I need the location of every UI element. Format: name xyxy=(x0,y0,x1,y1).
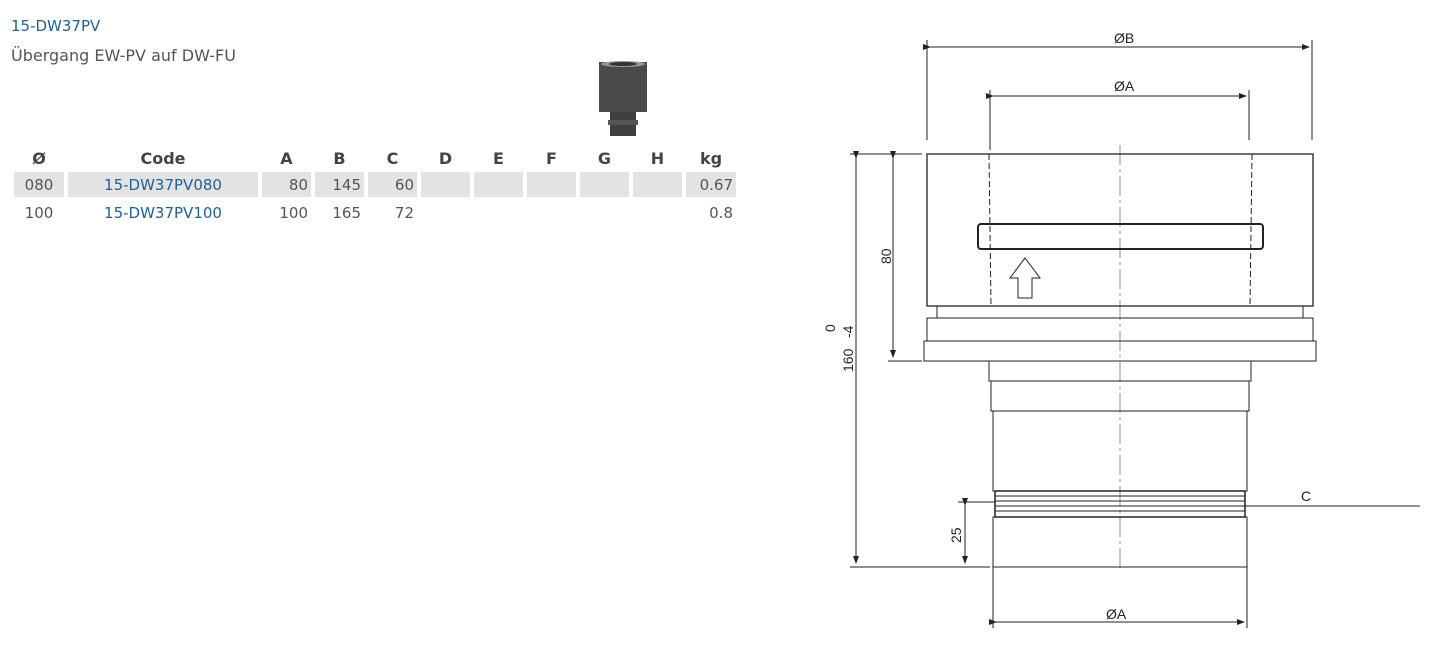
col-g: G xyxy=(597,148,612,168)
cell-a: 100 xyxy=(279,203,308,222)
col-c: C xyxy=(386,148,399,168)
col-diameter: Ø xyxy=(32,148,46,168)
cell-a: 80 xyxy=(262,172,311,197)
col-a: A xyxy=(280,148,293,168)
cell-kg: 0.67 xyxy=(686,172,736,197)
col-d: D xyxy=(438,148,453,168)
product-image xyxy=(599,61,647,136)
cell-b: 145 xyxy=(315,172,364,197)
dim-a-bottom-label: ØA xyxy=(1106,606,1127,622)
col-e: E xyxy=(493,148,504,168)
table-row: 100 15-DW37PV100 100 165 72 0.8 xyxy=(14,200,736,225)
product-description: Übergang EW-PV auf DW-FU xyxy=(11,46,236,65)
tolerance-lower: -4 xyxy=(840,325,856,338)
col-kg: kg xyxy=(699,148,723,168)
dim-80-label: 80 xyxy=(878,248,894,264)
cell-kg: 0.8 xyxy=(709,203,733,222)
cell-f xyxy=(527,172,576,197)
col-h: H xyxy=(650,148,665,168)
cell-g xyxy=(580,172,629,197)
cell-d xyxy=(421,172,470,197)
label-c: C xyxy=(1301,488,1311,504)
cell-diameter: 080 xyxy=(14,172,64,197)
cell-e xyxy=(474,172,523,197)
dim-25-label: 25 xyxy=(948,527,964,543)
cell-h xyxy=(633,172,682,197)
table-row: 080 15-DW37PV080 80 145 60 0.67 xyxy=(14,172,736,197)
cell-diameter: 100 xyxy=(24,203,54,222)
dim-a-top-label: ØA xyxy=(1114,78,1135,94)
dim-b-label: ØB xyxy=(1114,30,1134,46)
tolerance-upper: 0 xyxy=(822,324,838,332)
cell-c: 72 xyxy=(394,203,414,222)
variant-table: Ø Code A B C D E F G H kg 080 15-DW37PV0… xyxy=(10,144,740,228)
col-f: F xyxy=(546,148,557,168)
dim-160-label: 160 xyxy=(840,348,856,372)
col-code: Code xyxy=(140,148,186,168)
table-header-row: Ø Code A B C D E F G H kg xyxy=(14,147,736,169)
cell-code-link[interactable]: 15-DW37PV100 xyxy=(104,203,222,222)
cell-c: 60 xyxy=(368,172,417,197)
cell-b: 165 xyxy=(332,203,361,222)
cell-code-link[interactable]: 15-DW37PV080 xyxy=(68,172,258,197)
product-code-title: 15-DW37PV xyxy=(11,17,101,35)
col-b: B xyxy=(333,148,346,168)
